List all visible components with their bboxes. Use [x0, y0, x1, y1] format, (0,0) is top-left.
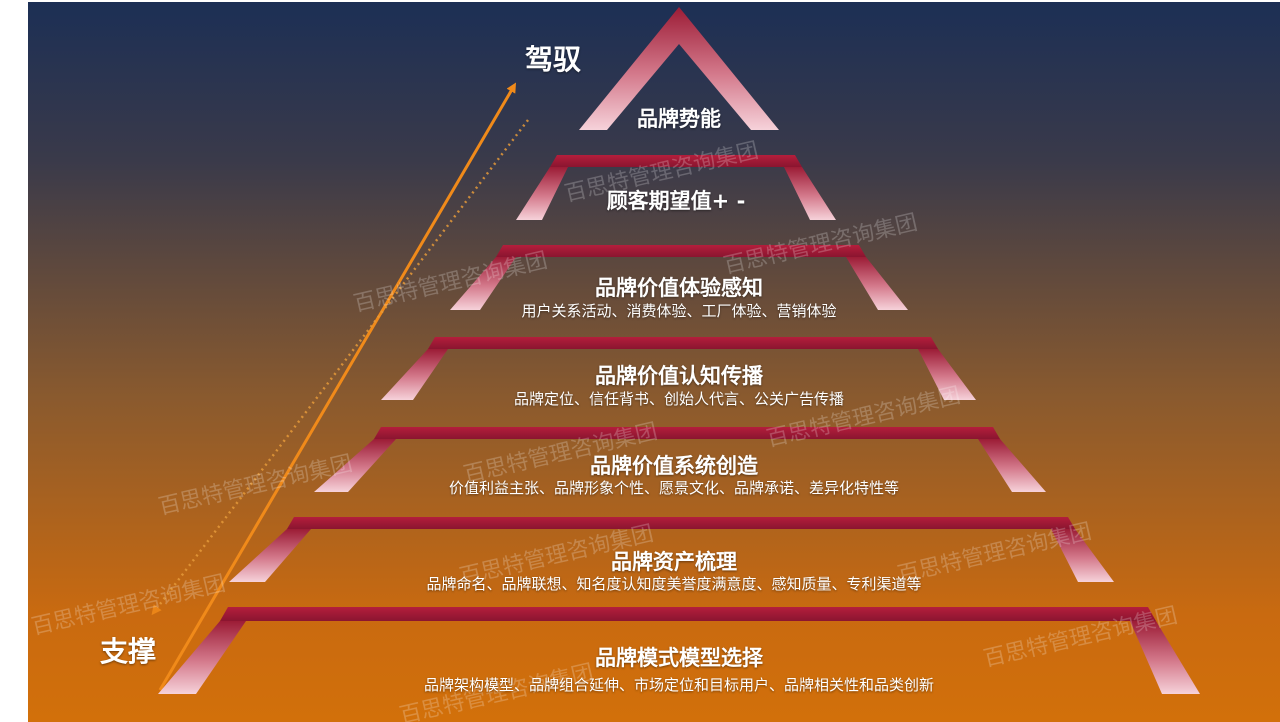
- pyramid-band-7: [158, 607, 1200, 694]
- level-subtitle: 价值利益主张、品牌形象个性、愿景文化、品牌承诺、差异化特性等: [448, 479, 899, 497]
- bottom-label: 支撑: [100, 635, 157, 668]
- pyramid-band-4: [381, 337, 976, 400]
- level-subtitle: 用户关系活动、消费体验、工厂体验、营销体验: [521, 302, 837, 320]
- pyramid-diagram: [151, 7, 1200, 694]
- level-title: 品牌势能: [637, 107, 721, 131]
- level-title: 品牌价值体验感知: [595, 276, 763, 300]
- up-arrow: [158, 82, 517, 691]
- top-label: 驾驭: [525, 43, 582, 76]
- down-arrow: [151, 119, 529, 616]
- pyramid-band-6: [229, 517, 1114, 582]
- level-subtitle: 品牌命名、品牌联想、知名度认知度美誉度满意度、感知质量、专利渠道等: [426, 575, 922, 593]
- pyramid-band-2: [516, 155, 836, 220]
- level-subtitle: 品牌定位、信任背书、创始人代言、公关广告传播: [513, 390, 844, 408]
- level-title: 品牌价值系统创造: [590, 454, 758, 478]
- pyramid-apex: [579, 7, 779, 130]
- pyramid-band-5: [314, 427, 1046, 492]
- level-subtitle: 品牌架构模型、品牌组合延伸、市场定位和目标用户、品牌相关性和品类创新: [423, 676, 934, 694]
- pyramid-band-3: [450, 245, 908, 310]
- level-title: 品牌资产梳理: [611, 550, 737, 574]
- level-title: 品牌价值认知传播: [595, 364, 763, 388]
- level-title: 品牌模式模型选择: [595, 646, 763, 670]
- slide-canvas: 百思特管理咨询集团 百思特管理咨询集团 百思特管理咨询集团 百思特管理咨询集团 …: [28, 2, 1280, 722]
- level-title: 顾客期望值+ -: [606, 189, 746, 213]
